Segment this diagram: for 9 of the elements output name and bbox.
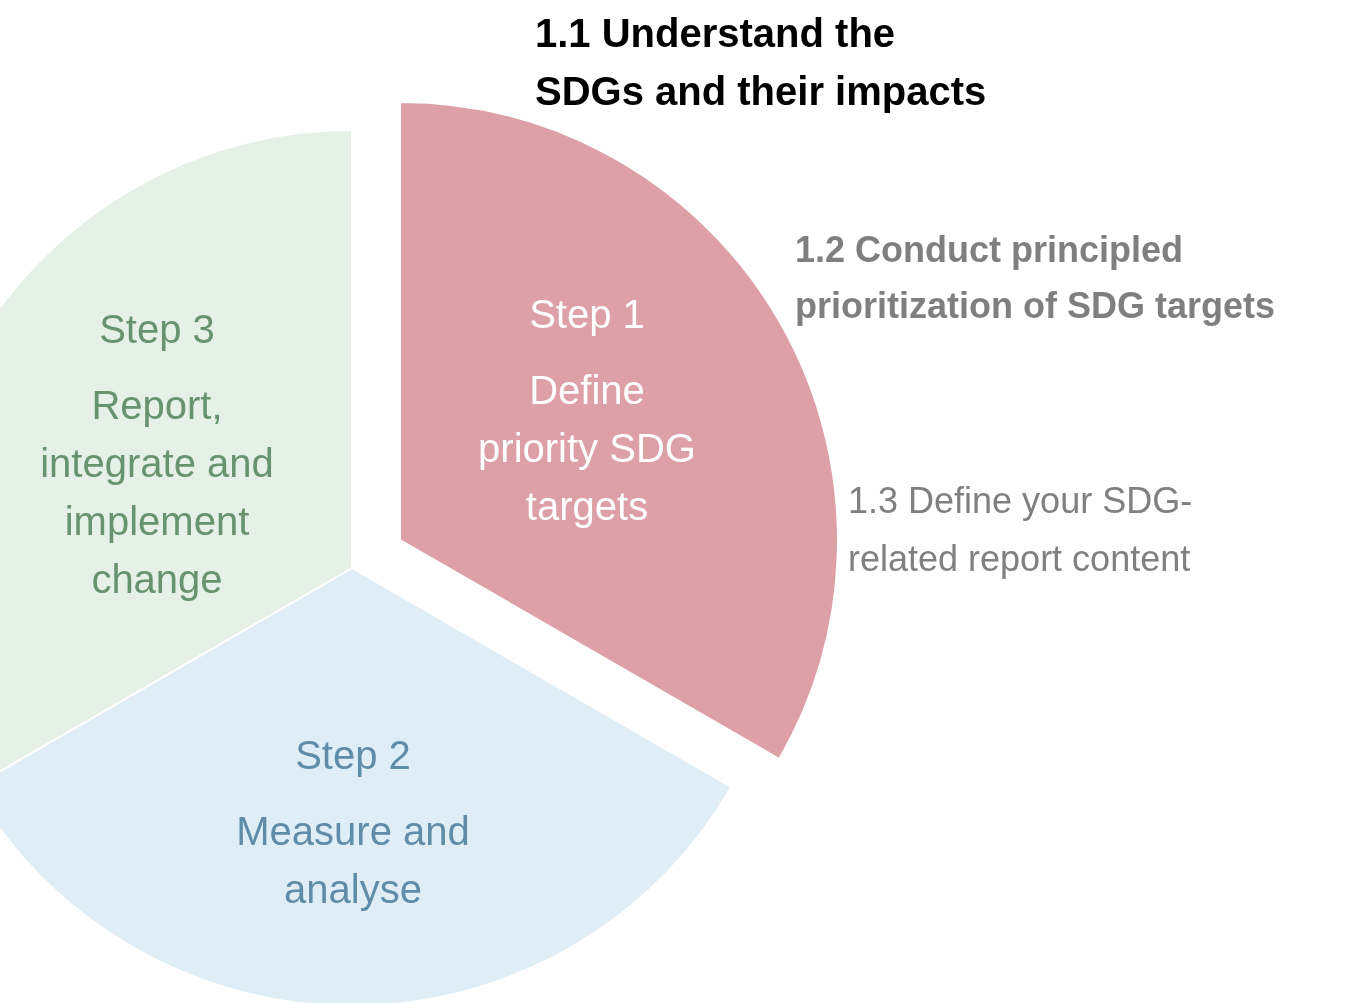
substep-text: 1.2 Conduct principled prioritization of SDG targets xyxy=(795,228,1277,328)
heading-text: 1.1 Understand the SDGs and their impacts xyxy=(535,10,988,115)
step-label: Step 1 xyxy=(529,291,645,338)
substep-text: 1.3 Define your SDG-related report content xyxy=(848,479,1194,581)
step-description: Define priority SDG targets xyxy=(477,367,697,530)
step-description: Report, integrate and implement change xyxy=(39,382,275,603)
step-description: Measure and analyse xyxy=(235,808,471,913)
step-label: Step 2 xyxy=(295,732,411,779)
step-label: Step 3 xyxy=(99,306,215,353)
